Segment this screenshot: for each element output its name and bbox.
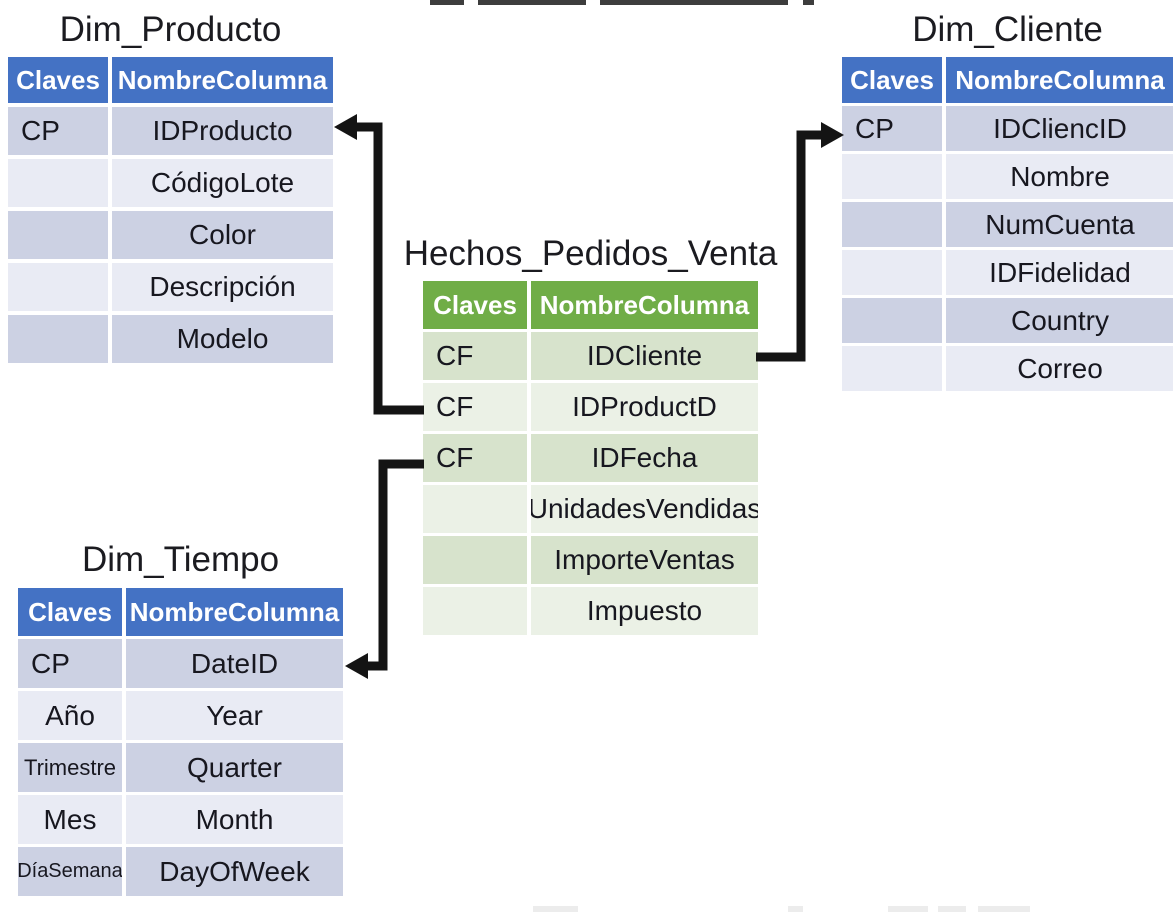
dim-tiempo-row-0-columna: DateID xyxy=(126,639,343,688)
hechos-pedidos-venta-grid: Claves NombreColumna CF IDCliente CF IDP… xyxy=(423,281,758,635)
dim-cliente-row-1-clave xyxy=(842,154,942,199)
dim-producto-header-claves: Claves xyxy=(8,57,108,103)
dim-cliente-row-1-columna: Nombre xyxy=(946,154,1173,199)
crop-artifact xyxy=(803,0,814,5)
dim-tiempo-title: Dim_Tiempo xyxy=(81,539,280,579)
dim-tiempo-row-1-clave: Año xyxy=(18,691,122,740)
crop-artifact xyxy=(888,906,928,912)
dim-producto-row-2-clave xyxy=(8,211,108,259)
dim-tiempo-row-2-clave: Trimestre xyxy=(18,743,122,792)
hechos-row-2-columna: IDFecha xyxy=(531,434,758,482)
dim-producto-row-2-columna: Color xyxy=(112,211,333,259)
dim-cliente-row-0-columna: IDCliencID xyxy=(946,106,1173,151)
dim-tiempo-header-columna: NombreColumna xyxy=(126,588,343,636)
hechos-row-1-clave: CF xyxy=(423,383,527,431)
dim-producto-row-3-clave xyxy=(8,263,108,311)
dim-tiempo-header-claves: Claves xyxy=(18,588,122,636)
dim-tiempo-grid: Claves NombreColumna CP DateID Año Year … xyxy=(18,588,343,896)
dim-tiempo-row-0-clave: CP xyxy=(18,639,122,688)
dim-tiempo-row-4-clave: DíaSemana xyxy=(18,847,122,896)
dim-tiempo-row-2-columna: Quarter xyxy=(126,743,343,792)
dim-cliente-row-5-clave xyxy=(842,346,942,391)
hechos-row-4-columna: ImporteVentas xyxy=(531,536,758,584)
crop-artifact xyxy=(600,0,788,5)
dim-tiempo-row-4-columna: DayOfWeek xyxy=(126,847,343,896)
dim-tiempo-row-3-clave: Mes xyxy=(18,795,122,844)
dim-producto-row-3-columna: Descripción xyxy=(112,263,333,311)
dim-cliente-table: Dim_Cliente Claves NombreColumna CP IDCl… xyxy=(842,2,1173,391)
dim-cliente-row-5-columna: Correo xyxy=(946,346,1173,391)
crop-artifact xyxy=(978,906,1030,912)
dim-producto-header-columna: NombreColumna xyxy=(112,57,333,103)
dim-tiempo-table: Dim_Tiempo Claves NombreColumna CP DateI… xyxy=(18,531,343,896)
dim-producto-title: Dim_Producto xyxy=(59,9,282,49)
arrow-hechos-to-dim-tiempo-icon xyxy=(345,459,424,679)
hechos-row-0-columna: IDCliente xyxy=(531,332,758,380)
dim-producto-table: Dim_Producto Claves NombreColumna CP IDP… xyxy=(8,2,333,363)
hechos-row-2-clave: CF xyxy=(423,434,527,482)
dim-cliente-row-2-clave xyxy=(842,202,942,247)
dim-cliente-title: Dim_Cliente xyxy=(912,9,1103,49)
dim-cliente-row-3-clave xyxy=(842,250,942,295)
hechos-row-1-columna: IDProductD xyxy=(531,383,758,431)
hechos-header-columna: NombreColumna xyxy=(531,281,758,329)
hechos-row-5-clave xyxy=(423,587,527,635)
dim-cliente-header-claves: Claves xyxy=(842,57,942,103)
crop-artifact xyxy=(788,906,803,912)
dim-producto-row-0-clave: CP xyxy=(8,107,108,155)
dim-cliente-row-4-columna: Country xyxy=(946,298,1173,343)
crop-artifact xyxy=(533,906,578,912)
crop-artifact xyxy=(938,906,966,912)
dim-tiempo-row-3-columna: Month xyxy=(126,795,343,844)
dim-cliente-row-4-clave xyxy=(842,298,942,343)
dim-producto-row-1-clave xyxy=(8,159,108,207)
crop-artifact xyxy=(478,0,586,5)
hechos-row-3-clave xyxy=(423,485,527,533)
dim-cliente-row-0-clave: CP xyxy=(842,106,942,151)
dim-producto-row-4-clave xyxy=(8,315,108,363)
dim-cliente-header-columna: NombreColumna xyxy=(946,57,1173,103)
hechos-pedidos-venta-title: Hechos_Pedidos_Venta xyxy=(403,233,778,273)
hechos-row-3-columna: UnidadesVendidas xyxy=(531,485,758,533)
crop-artifact xyxy=(430,0,464,5)
hechos-row-5-columna: Impuesto xyxy=(531,587,758,635)
dim-producto-row-1-columna: CódigoLote xyxy=(112,159,333,207)
dim-cliente-grid: Claves NombreColumna CP IDCliencID Nombr… xyxy=(842,57,1173,391)
dim-cliente-row-3-columna: IDFidelidad xyxy=(946,250,1173,295)
hechos-row-4-clave xyxy=(423,536,527,584)
dim-producto-row-0-columna: IDProducto xyxy=(112,107,333,155)
dim-producto-row-4-columna: Modelo xyxy=(112,315,333,363)
dim-cliente-row-2-columna: NumCuenta xyxy=(946,202,1173,247)
hechos-pedidos-venta-table: Hechos_Pedidos_Venta Claves NombreColumn… xyxy=(403,226,778,635)
hechos-header-claves: Claves xyxy=(423,281,527,329)
dim-producto-grid: Claves NombreColumna CP IDProducto Códig… xyxy=(8,57,333,363)
hechos-row-0-clave: CF xyxy=(423,332,527,380)
dim-tiempo-row-1-columna: Year xyxy=(126,691,343,740)
